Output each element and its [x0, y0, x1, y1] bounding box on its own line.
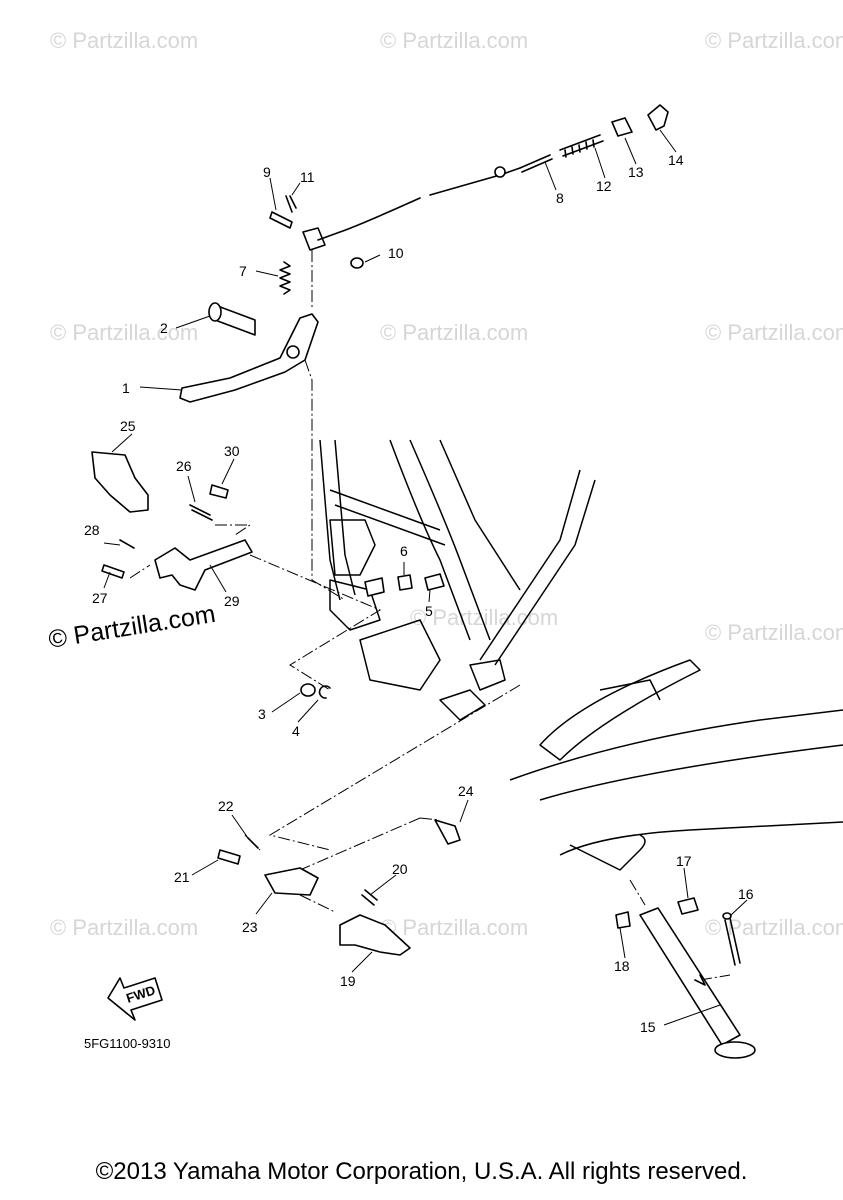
callout-9: 9: [263, 164, 271, 180]
callout-21: 21: [174, 869, 190, 885]
shaft-head: [208, 302, 222, 322]
circlip-4: [318, 685, 331, 699]
callout-6: 6: [400, 543, 408, 559]
callout-numbers: 1 2 3 4 5 6 7 8 9 10 11 12 13 14 15 16 1…: [84, 152, 754, 1035]
callout-11: 11: [300, 169, 315, 185]
callout-26: 26: [176, 458, 192, 474]
cotter-clip: [285, 195, 297, 213]
nut-18: [615, 911, 631, 929]
watermark: © Partzilla.com: [705, 320, 843, 345]
watermarks: © Partzilla.com © Partzilla.com © Partzi…: [50, 28, 843, 940]
motorcycle-frame: [319, 439, 843, 871]
callout-22: 22: [218, 798, 234, 814]
rod-collar: [494, 166, 506, 178]
sidestand-pin: [694, 974, 706, 986]
rod-joint: [302, 227, 326, 251]
bolt-24: [434, 819, 461, 845]
sidestand: [639, 907, 741, 1046]
partzilla-watermark: © Partzilla.com: [47, 600, 218, 654]
sidestand-foot: [714, 1041, 756, 1059]
watermark: © Partzilla.com: [380, 320, 528, 345]
copyright-notice: ©2013 Yamaha Motor Corporation, U.S.A. A…: [95, 1158, 748, 1185]
sidestand-spring: [724, 917, 741, 966]
spring-hook: [722, 912, 732, 920]
rod-spring: [559, 134, 604, 158]
clip-28: [119, 539, 135, 549]
watermark: © Partzilla.com: [380, 28, 528, 53]
callout-18: 18: [614, 958, 630, 974]
callout-15: 15: [640, 1019, 656, 1035]
rod-joint-13: [611, 117, 633, 137]
diagram-code: 5FG1100-9310: [84, 1036, 171, 1051]
bolt-5: [424, 573, 445, 591]
footrest-bracket: [154, 539, 253, 591]
washer-3: [300, 683, 316, 697]
callout-27: 27: [92, 590, 108, 606]
nut-6: [397, 574, 413, 591]
watermark: © Partzilla.com: [705, 620, 843, 645]
return-spring: [279, 261, 291, 295]
washer: [350, 257, 364, 269]
callout-20: 20: [392, 861, 408, 877]
callout-2: 2: [160, 320, 168, 336]
callout-5: 5: [425, 603, 433, 619]
callout-19: 19: [340, 973, 356, 989]
callout-7: 7: [239, 263, 247, 279]
callout-4: 4: [292, 723, 300, 739]
rod-thread: [519, 154, 553, 173]
watermark: © Partzilla.com: [380, 915, 528, 940]
watermark: © Partzilla.com: [50, 915, 198, 940]
watermark: © Partzilla.com: [50, 320, 198, 345]
footrest-right: [339, 914, 411, 956]
mount-plate: [364, 577, 385, 597]
callout-8: 8: [556, 190, 564, 206]
bolt-30: [209, 484, 229, 499]
footrest-left: [91, 451, 149, 513]
fwd-arrow-icon: [107, 977, 163, 1021]
leader-lines: [103, 129, 748, 1026]
spring-20: [361, 889, 378, 906]
pin-27: [101, 564, 125, 579]
callout-10: 10: [388, 245, 404, 261]
pedal-pivot: [286, 345, 300, 359]
spring-26: [189, 504, 213, 521]
clip-22: [247, 837, 259, 849]
callout-30: 30: [224, 443, 240, 459]
part-shapes: FWD: [91, 104, 756, 1059]
callout-28: 28: [84, 522, 100, 538]
pin-21: [217, 849, 241, 865]
pin: [269, 211, 293, 229]
wing-nut: [647, 104, 669, 131]
bolt-17: [677, 897, 699, 915]
callout-23: 23: [242, 919, 258, 935]
callout-3: 3: [258, 706, 266, 722]
callout-1: 1: [122, 380, 130, 396]
callout-25: 25: [120, 418, 136, 434]
callout-16: 16: [738, 886, 754, 902]
callout-12: 12: [596, 178, 612, 194]
callout-29: 29: [224, 593, 240, 609]
callout-24: 24: [458, 783, 474, 799]
brake-rod: [429, 167, 521, 196]
assembly-lines: [129, 250, 731, 981]
callout-17: 17: [676, 853, 692, 869]
watermark: © Partzilla.com: [50, 28, 198, 53]
footrest-bracket-right: [264, 867, 319, 896]
callout-13: 13: [628, 164, 644, 180]
callout-14: 14: [668, 152, 684, 168]
brake-rod: [317, 197, 421, 241]
watermark: © Partzilla.com: [705, 28, 843, 53]
